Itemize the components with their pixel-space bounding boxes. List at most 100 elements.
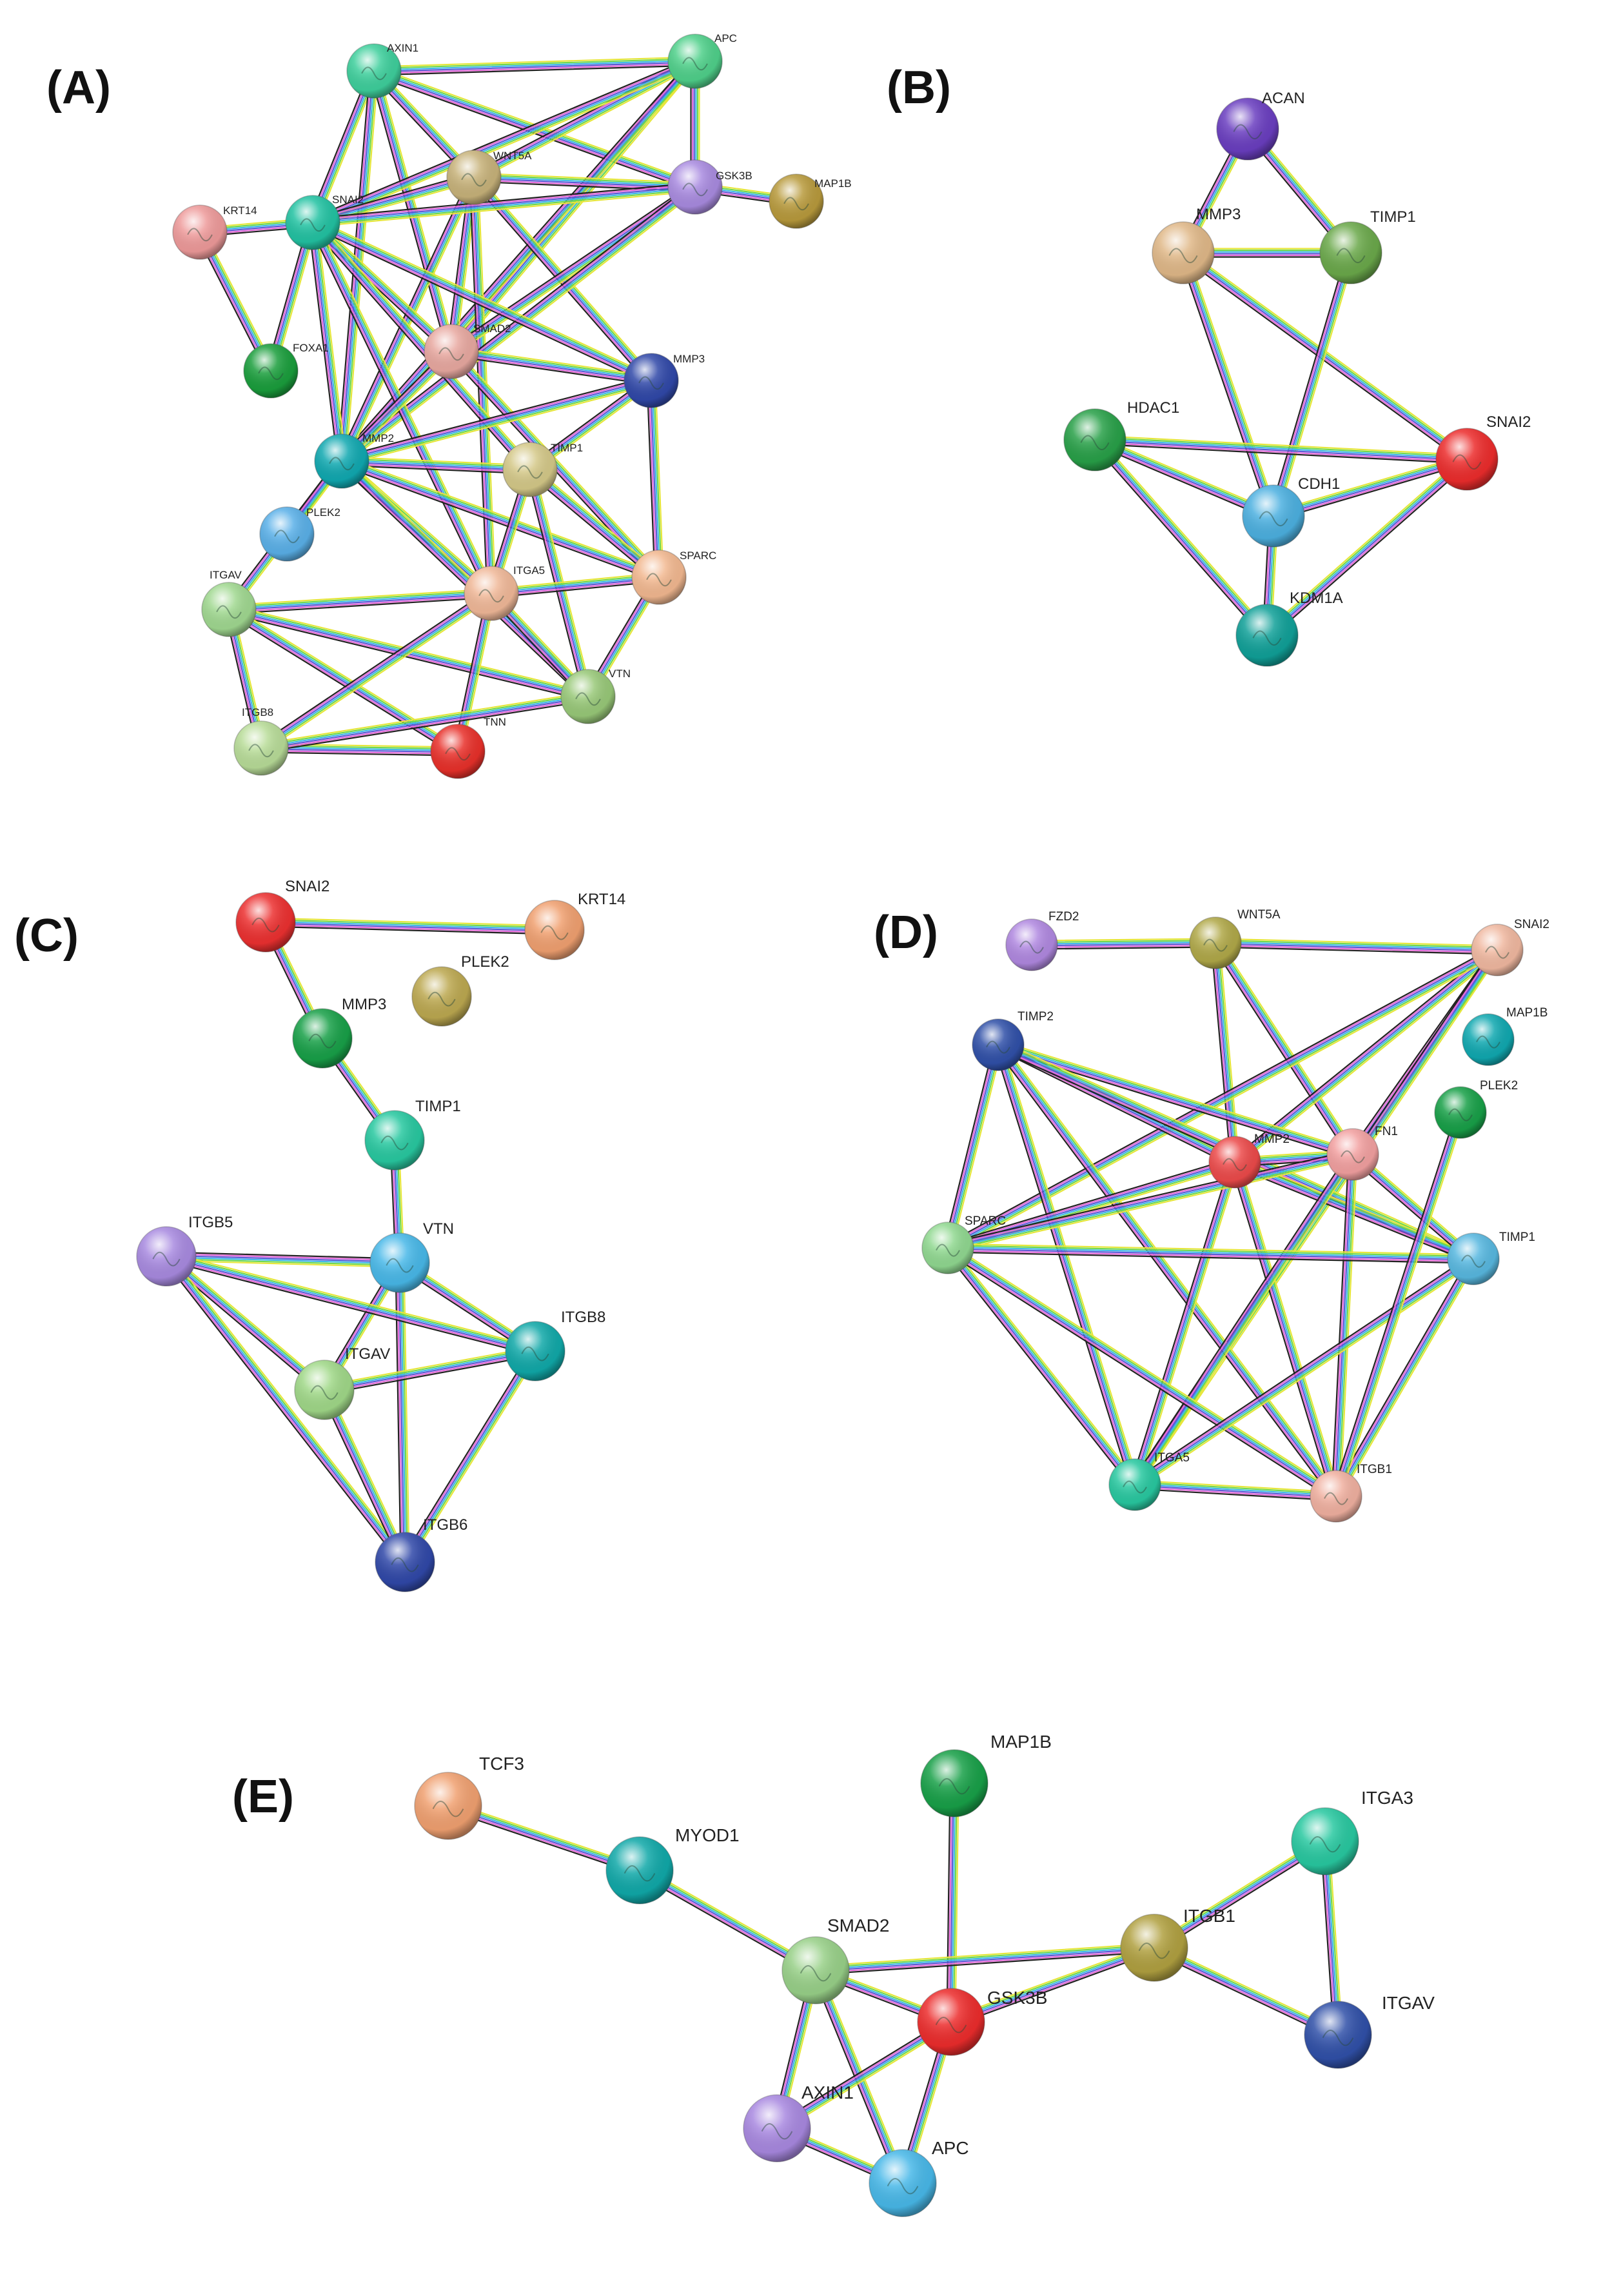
node-itgb5[interactable]: ITGB5 [136,1214,233,1287]
edges-panel-d [943,938,1502,1501]
edge-strand [262,595,494,751]
edge-strand [1337,1113,1464,1498]
edge-strand [264,922,556,932]
node-sparc[interactable]: SPARC [921,1214,1006,1274]
node-smad2[interactable]: SMAD2 [781,1915,889,2004]
node-krt14[interactable]: KRT14 [524,891,625,960]
edge-strand [340,176,474,462]
edge-strand [1236,1160,1339,1496]
edge-strand [1152,1949,1338,2038]
node-gsk3b[interactable]: GSK3B [917,1988,1047,2056]
node-tnn[interactable]: TNN [430,716,506,779]
edge-strand [310,223,529,472]
node-tcf3[interactable]: TCF3 [414,1754,524,1840]
node-mmp3[interactable]: MMP3 [624,353,705,408]
protein-structure-icon [1448,1108,1473,1122]
edge-strand [948,1044,1000,1249]
node-mmp2[interactable]: MMP2 [314,432,394,489]
node-plek2[interactable]: PLEK2 [411,953,509,1027]
node-itgav[interactable]: ITGAV [294,1345,390,1420]
node-itga5[interactable]: ITGA5 [1108,1451,1190,1511]
node-timp1[interactable]: TIMP1 [1319,208,1416,284]
node-itga3[interactable]: ITGA3 [1291,1788,1413,1875]
node-fn1[interactable]: FN1 [1326,1125,1398,1181]
node-mmp2[interactable]: MMP2 [1208,1133,1290,1189]
node-apc[interactable]: APC [667,32,737,89]
node-kdm1a[interactable]: KDM1A [1235,589,1343,667]
node-snai2[interactable]: SNAI2 [235,878,329,953]
node-wnt5a[interactable]: WNT5A [446,150,532,205]
edge-timp2-itgb1 [994,1042,1341,1499]
node-wnt5a[interactable]: WNT5A [1189,908,1281,969]
node-itgav[interactable]: ITGAV [201,569,257,637]
node-foxa1[interactable]: FOXA1 [243,342,329,399]
edge-timp2-fn1 [996,1040,1355,1160]
node-cdh1[interactable]: CDH1 [1242,475,1340,548]
node-itga5[interactable]: ITGA5 [464,564,545,621]
protein-structure-icon [428,991,456,1007]
node-krt14[interactable]: KRT14 [172,204,257,260]
edge-strand [1184,251,1277,516]
edge-strand [262,596,495,753]
edge-strand [945,1251,1335,1501]
edge-strand [371,70,450,353]
node-snai2[interactable]: SNAI2 [285,193,364,250]
node-apc[interactable]: APC [869,2138,969,2217]
node-itgb8[interactable]: ITGB8 [233,706,289,776]
edge-hdac1-cdh1 [1092,435,1276,521]
edge-strand [265,917,556,927]
node-smad2[interactable]: SMAD2 [424,322,511,379]
node-mmp3[interactable]: MMP3 [292,996,386,1069]
node-vtn[interactable]: VTN [369,1220,454,1293]
node-itgb6[interactable]: ITGB6 [375,1516,467,1592]
node-timp1[interactable]: TIMP1 [364,1098,461,1171]
edge-strand [165,1256,536,1353]
edge-strand [311,223,652,382]
edge-strand [165,1256,401,1265]
edge-strand [1134,1481,1337,1495]
node-shine [668,34,722,88]
edge-mmp3-sparc [646,379,664,579]
protein-structure-icon [1322,2030,1354,2046]
node-snai2[interactable]: SNAI2 [1471,918,1549,976]
edge-strand [260,697,589,750]
node-hdac1[interactable]: HDAC1 [1063,399,1179,471]
edge-strand [947,1246,1475,1259]
node-itgav[interactable]: ITGAV [1304,1993,1435,2069]
protein-structure-icon [432,1801,464,1817]
edge-strand [474,63,697,181]
edge-strand [993,1045,1132,1487]
node-label: PLEK2 [461,953,509,971]
node-timp1[interactable]: TIMP1 [502,442,583,497]
node-label: PLEK2 [1480,1079,1518,1093]
node-myod1[interactable]: MYOD1 [605,1825,740,1905]
node-axin1[interactable]: AXIN1 [346,42,418,99]
node-itgb1[interactable]: ITGB1 [1310,1463,1392,1523]
edge-strand [996,1048,1353,1160]
node-snai2[interactable]: SNAI2 [1435,413,1531,491]
node-map1b[interactable]: MAP1B [1462,1006,1548,1066]
node-axin1[interactable]: AXIN1 [743,2083,854,2162]
edge-strand [450,351,652,382]
node-timp2[interactable]: TIMP2 [972,1010,1054,1071]
edge-strand [260,698,589,751]
node-itgb8[interactable]: ITGB8 [505,1309,605,1381]
edge-strand [406,1351,538,1565]
node-sparc[interactable]: SPARC [631,549,716,605]
node-map1b[interactable]: MAP1B [920,1732,1052,1817]
node-timp1[interactable]: TIMP1 [1447,1231,1535,1285]
node-itgb1[interactable]: ITGB1 [1120,1906,1235,1982]
edge-strand [312,221,532,470]
node-plek2[interactable]: PLEK2 [259,506,340,562]
edge-strand [1134,1486,1337,1499]
node-plek2[interactable]: PLEK2 [1434,1079,1518,1139]
node-mmp3[interactable]: MMP3 [1152,206,1241,284]
node-acan[interactable]: ACAN [1216,90,1305,161]
node-map1b[interactable]: MAP1B [769,173,852,229]
node-gsk3b[interactable]: GSK3B [667,159,752,215]
edge-strand [1132,1160,1234,1485]
node-vtn[interactable]: VTN [560,668,631,724]
edge-strand [259,691,589,745]
node-fzd2[interactable]: FZD2 [1005,910,1079,971]
